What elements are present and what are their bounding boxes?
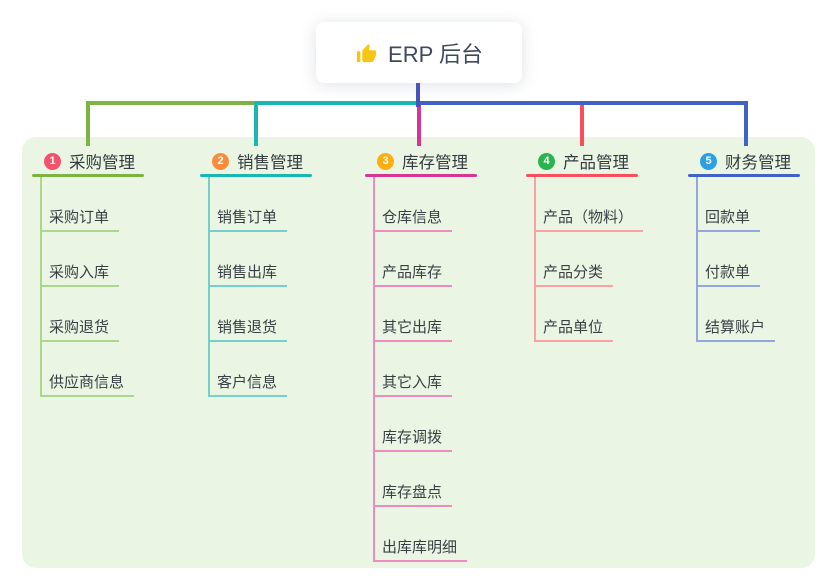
node-outbound-detail[interactable]: 出库库明细	[373, 536, 468, 562]
node-payment-bill[interactable]: 付款单	[696, 261, 761, 287]
branch-underline	[200, 174, 312, 177]
branch-title: 产品管理	[563, 154, 629, 172]
connector-drop-sales	[254, 101, 258, 146]
connector-drop-finance	[744, 101, 748, 146]
node-stock-taking[interactable]: 库存盘点	[373, 481, 453, 507]
branch-number-badge: 4	[538, 152, 555, 170]
branch-finance: 5 财务管理 回款单 付款单 结算账户	[688, 150, 839, 342]
node-other-inbound[interactable]: 其它入库	[373, 371, 453, 397]
node-purchase-order[interactable]: 采购订单	[40, 206, 120, 232]
node-receipt-bill[interactable]: 回款单	[696, 206, 761, 232]
branch-header-sales[interactable]: 2 销售管理	[200, 150, 360, 172]
node-purchase-inbound[interactable]: 采购入库	[40, 261, 120, 287]
branch-header-inventory[interactable]: 3 库存管理	[365, 150, 525, 172]
node-product-category[interactable]: 产品分类	[534, 261, 614, 287]
branch-number-badge: 3	[377, 152, 394, 170]
root-title: ERP 后台	[388, 41, 483, 67]
node-settlement-account[interactable]: 结算账户	[696, 316, 776, 342]
node-stock-transfer[interactable]: 库存调拨	[373, 426, 453, 452]
connector-drop-product	[580, 101, 584, 146]
node-warehouse-info[interactable]: 仓库信息	[373, 206, 453, 232]
branch-rail	[696, 177, 698, 341]
node-sales-outbound[interactable]: 销售出库	[208, 261, 288, 287]
branch-rail	[373, 177, 375, 561]
branch-underline	[688, 174, 800, 177]
connector-bus-sales	[254, 101, 421, 105]
branch-header-finance[interactable]: 5 财务管理	[688, 150, 839, 172]
branch-number-badge: 5	[700, 152, 717, 170]
root-node[interactable]: ERP 后台	[316, 22, 522, 83]
node-supplier-info[interactable]: 供应商信息	[40, 371, 135, 397]
node-product-stock[interactable]: 产品库存	[373, 261, 453, 287]
node-sales-return[interactable]: 销售退货	[208, 316, 288, 342]
thumbs-up-icon	[356, 44, 377, 63]
branch-underline	[526, 174, 638, 177]
branch-title: 销售管理	[237, 154, 303, 172]
node-customer-info[interactable]: 客户信息	[208, 371, 288, 397]
connector-drop-purchase	[86, 101, 90, 146]
branch-product: 4 产品管理 产品（物料） 产品分类 产品单位	[526, 150, 686, 342]
connector-drop-inventory	[417, 104, 421, 146]
branch-title: 财务管理	[725, 154, 791, 172]
connector-root	[416, 82, 420, 107]
branch-title: 采购管理	[69, 154, 135, 172]
node-purchase-return[interactable]: 采购退货	[40, 316, 120, 342]
connector-bus-purchase	[86, 101, 258, 105]
branch-inventory: 3 库存管理 仓库信息 产品库存 其它出库 其它入库 库存调拨 库存盘点 出库库…	[365, 150, 525, 562]
node-product-material[interactable]: 产品（物料）	[534, 206, 644, 232]
branch-header-purchase[interactable]: 1 采购管理	[32, 150, 192, 172]
node-other-outbound[interactable]: 其它出库	[373, 316, 453, 342]
branch-sales: 2 销售管理 销售订单 销售出库 销售退货 客户信息	[200, 150, 360, 397]
branch-purchase: 1 采购管理 采购订单 采购入库 采购退货 供应商信息	[32, 150, 192, 397]
branch-title: 库存管理	[402, 154, 468, 172]
branch-rail	[534, 177, 536, 341]
branches-panel	[22, 137, 815, 568]
branch-number-badge: 2	[212, 152, 229, 170]
connector-bus-finance	[417, 101, 748, 105]
branch-number-badge: 1	[44, 152, 61, 170]
branch-underline	[365, 174, 477, 177]
node-sales-order[interactable]: 销售订单	[208, 206, 288, 232]
node-product-unit[interactable]: 产品单位	[534, 316, 614, 342]
branch-underline	[32, 174, 144, 177]
branch-header-product[interactable]: 4 产品管理	[526, 150, 686, 172]
